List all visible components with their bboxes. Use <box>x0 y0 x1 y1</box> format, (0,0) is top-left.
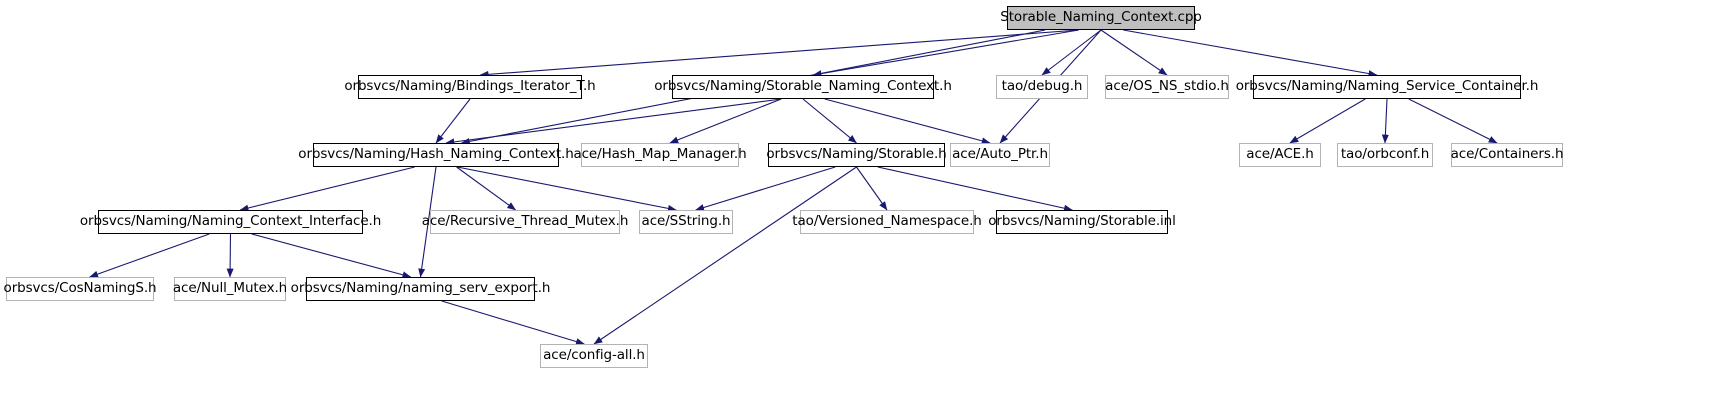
graph-node-configall[interactable]: ace/config-all.h <box>540 344 648 368</box>
graph-node-label: tao/Versioned_Namespace.h <box>792 213 982 230</box>
graph-edge-storableh-to-versionedns <box>856 166 888 211</box>
graph-edge-nscontainer-to-aceace <box>1289 98 1366 144</box>
graph-node-label: orbsvcs/Naming/Storable.h <box>766 146 947 163</box>
graph-edge-storableh-to-configall <box>593 166 857 345</box>
graph-edge-ncinterface-to-namingservexp <box>251 233 412 279</box>
graph-node-label: ace/Auto_Ptr.h <box>952 146 1048 163</box>
graph-node-versionedns[interactable]: tao/Versioned_Namespace.h <box>792 210 982 234</box>
graph-node-hashnc[interactable]: orbsvcs/Naming/Hash_Naming_Context.h <box>298 143 574 167</box>
graph-node-orbconf[interactable]: tao/orbconf.h <box>1337 143 1433 167</box>
graph-node-namingservexp[interactable]: orbsvcs/Naming/naming_serv_export.h <box>291 277 550 301</box>
graph-node-ncinterface[interactable]: orbsvcs/Naming/Naming_Context_Interface.… <box>80 210 381 234</box>
graph-node-label: orbsvcs/CosNamingS.h <box>3 280 157 297</box>
graph-node-nullmutex[interactable]: ace/Null_Mutex.h <box>173 277 287 301</box>
graph-node-label: orbsvcs/Naming/naming_serv_export.h <box>290 280 551 297</box>
graph-node-label: Storable_Naming_Context.cpp <box>1000 9 1202 26</box>
graph-node-taodebug[interactable]: tao/debug.h <box>996 75 1088 99</box>
graph-node-label: orbsvcs/Naming/Bindings_Iterator_T.h <box>344 78 596 95</box>
graph-node-label: ace/SString.h <box>641 213 731 230</box>
graph-edge-storableh-to-storableinl <box>877 166 1073 212</box>
graph-edge-hashnc-to-ncinterface <box>239 166 415 212</box>
graph-edge-storablenc-to-hashmapmgr <box>669 98 782 144</box>
graph-edge-nscontainer-to-orbconf <box>1381 98 1389 144</box>
graph-node-label: orbsvcs/Naming/Storable.inl <box>988 213 1176 230</box>
graph-node-root[interactable]: Storable_Naming_Context.cpp <box>1000 6 1202 30</box>
graph-node-label: ace/Containers.h <box>1450 146 1564 163</box>
graph-node-label: orbsvcs/Naming/Naming_Context_Interface.… <box>79 213 382 230</box>
graph-node-label: ace/ACE.h <box>1246 146 1314 163</box>
graph-edge-ncinterface-to-nullmutex <box>226 233 234 278</box>
graph-node-containers[interactable]: ace/Containers.h <box>1451 143 1564 167</box>
graph-edge-root-to-bindings <box>479 29 1079 78</box>
graph-node-hashmapmgr[interactable]: ace/Hash_Map_Manager.h <box>573 143 747 167</box>
graph-edge-storablenc-to-hashnc <box>445 98 782 146</box>
graph-edge-nscontainer-to-containers <box>1408 98 1498 144</box>
graph-edge-bindings-to-hashnc <box>435 98 471 144</box>
graph-node-storableh[interactable]: orbsvcs/Naming/Storable.h <box>766 143 947 167</box>
graph-edge-storablenc-to-storableh <box>802 98 857 144</box>
graph-edge-root-to-nscontainer <box>1123 29 1378 78</box>
graph-node-storablenc[interactable]: orbsvcs/Naming/Storable_Naming_Context.h <box>654 75 952 99</box>
graph-node-label: tao/debug.h <box>1001 78 1083 95</box>
graph-edge-hashnc-to-namingservexp <box>418 166 437 278</box>
graph-node-label: orbsvcs/Naming/Storable_Naming_Context.h <box>654 78 952 95</box>
graph-node-storableinl[interactable]: orbsvcs/Naming/Storable.inl <box>988 210 1176 234</box>
graph-node-label: orbsvcs/Naming/Naming_Service_Container.… <box>1235 78 1539 95</box>
graph-edge-root-to-osnsstdio <box>1100 29 1168 76</box>
graph-node-autoptr[interactable]: ace/Auto_Ptr.h <box>950 143 1050 167</box>
graph-edge-storablenc-to-autoptr <box>824 98 991 145</box>
graph-node-label: ace/Recursive_Thread_Mutex.h <box>421 213 629 230</box>
graph-edge-root-to-taodebug <box>1041 29 1102 76</box>
graph-edge-storableh-to-sstring <box>695 166 836 211</box>
graph-node-label: ace/OS_NS_stdio.h <box>1105 78 1229 95</box>
graph-node-recmutex[interactable]: ace/Recursive_Thread_Mutex.h <box>422 210 628 234</box>
graph-edge-namingservexp-to-configall <box>441 300 585 345</box>
graph-edge-ncinterface-to-cosnamings <box>89 233 210 278</box>
graph-node-label: orbsvcs/Naming/Hash_Naming_Context.h <box>298 146 574 163</box>
graph-edge-root-to-storablenc <box>812 29 1079 78</box>
graph-node-label: ace/config-all.h <box>543 347 645 364</box>
graph-edge-hashnc-to-recmutex <box>456 166 517 211</box>
graph-node-sstring[interactable]: ace/SString.h <box>639 210 733 234</box>
graph-node-bindings[interactable]: orbsvcs/Naming/Bindings_Iterator_T.h <box>344 75 596 99</box>
graph-edge-hashnc-to-sstring <box>457 166 677 212</box>
graph-node-label: tao/orbconf.h <box>1340 146 1430 163</box>
graph-node-nscontainer[interactable]: orbsvcs/Naming/Naming_Service_Container.… <box>1236 75 1538 99</box>
graph-node-aceace[interactable]: ace/ACE.h <box>1239 143 1321 167</box>
graph-node-label: ace/Hash_Map_Manager.h <box>573 146 747 163</box>
graph-node-label: ace/Null_Mutex.h <box>172 280 288 297</box>
graph-node-osnsstdio[interactable]: ace/OS_NS_stdio.h <box>1105 75 1229 99</box>
graph-node-cosnamings[interactable]: orbsvcs/CosNamingS.h <box>4 277 157 301</box>
